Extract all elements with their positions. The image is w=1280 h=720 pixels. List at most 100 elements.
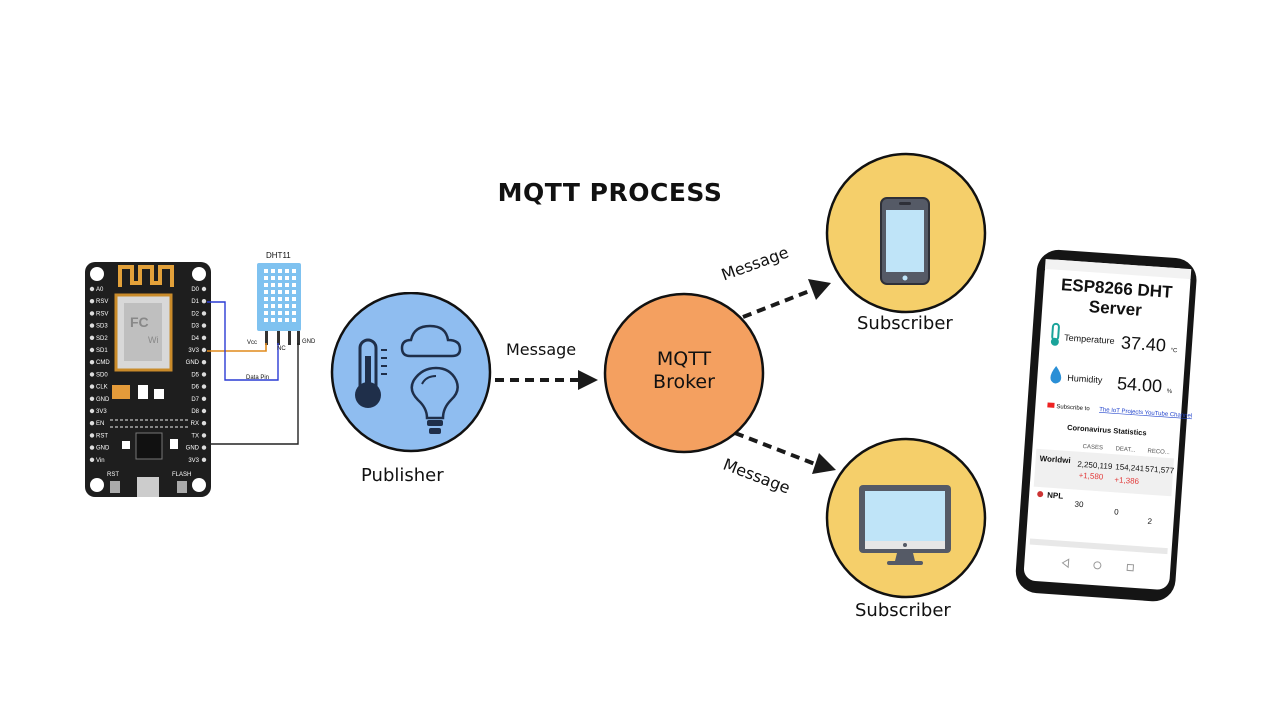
broker-label-line1: MQTT [656,348,712,370]
nav-back-icon [1061,558,1070,569]
left-pin-label: RST [96,433,108,439]
sensor-name: DHT11 [266,251,291,260]
left-pin-label: GND [96,397,110,403]
right-pin-hole [201,286,207,292]
right-pin-label: 3V3 [188,348,199,354]
row1-cases: 2,250,119 [1077,460,1113,471]
antenna-trace [118,265,174,287]
svg-text:Wi: Wi [148,335,159,345]
col-recovered: RECO... [1147,449,1170,457]
left-pin-label: CLK [96,385,108,391]
smartphone-icon [880,197,930,285]
sensor-vent [292,304,296,308]
wire-data [207,301,279,381]
sensor-vent [264,311,268,315]
left-pin-hole [89,396,95,401]
left-pin-hole [89,433,95,438]
sensor-vent [292,290,296,294]
left-pin-hole [89,360,95,365]
right-pin-hole [201,311,207,316]
row2-deaths: 0 [1114,507,1120,516]
smartphone-mockup: ESP8266 DHT Server Temperature 37.40 °C … [1015,249,1197,602]
phone-screen [1023,259,1191,590]
left-pin-label: SD3 [96,324,108,330]
right-pin-hole [201,433,207,438]
wire-vcc-label: Vcc [247,340,257,346]
left-pin-hole [89,421,95,426]
right-pin-hole [201,408,207,414]
right-pin-hole [201,445,207,450]
nepal-flag-icon [1037,491,1044,498]
right-pin-label: TX [191,433,199,439]
right-pin-hole [201,335,207,340]
sensor-vent [285,318,289,322]
wire-nc-label: NC [277,346,286,352]
left-pin-hole [89,335,95,340]
subscriber-top-label: Subscriber [857,313,953,334]
sensor-vent [285,276,289,280]
sensor-vent [264,297,268,301]
right-pin-label: D2 [191,311,199,317]
sensor-vent [292,318,296,322]
left-pin-label: EN [96,421,104,427]
sensor-vent [271,304,275,308]
phone-title-line2: Server [1088,297,1143,320]
sensor-vent [264,283,268,287]
subscriber-bottom-label: Subscriber [855,600,951,621]
sensor-vent [285,311,289,315]
left-pin-label: RSV [96,311,108,317]
sensor-vent [285,297,289,301]
humidity-unit: % [1166,389,1172,395]
right-pin-label: D5 [191,372,199,378]
sensor-vent [271,318,275,322]
sensor-vent [278,297,282,301]
left-pin-label: A0 [96,287,104,293]
row1-deaths-delta: +1,386 [1114,475,1140,486]
left-pin-hole [89,457,95,462]
broker-label-line2: Broker [653,371,715,393]
left-pin-hole [89,311,95,316]
wire-data-label: Data Pin [246,375,269,381]
subscribe-text: Subscribe to [1056,404,1090,412]
lightbulb-icon [410,366,459,434]
wire-vcc [207,343,267,352]
sensor-vent [292,276,296,280]
sensor-vent [292,283,296,287]
sensor-vent [264,290,268,294]
right-pin-label: D8 [191,409,199,415]
left-pin-hole [89,408,95,414]
sensor-vent [285,269,289,273]
row2-cases: 30 [1074,500,1084,510]
sensor-vent [285,283,289,287]
left-pin-label: CMD [96,360,110,366]
right-pin-hole [201,396,207,401]
row1-name: Worldwi [1039,454,1071,465]
water-drop-icon [1050,365,1062,384]
right-pin-hole [201,421,207,426]
publisher-circle [330,292,492,453]
left-pin-hole [89,323,95,328]
temperature-unit: °C [1170,348,1178,355]
row2-name: NPL [1047,491,1064,501]
sensor-vent [278,283,282,287]
left-pin-hole [89,372,95,377]
right-pin-label: D3 [191,324,199,330]
sensor-vent [271,290,275,294]
monitor-icon [859,485,951,565]
publisher-label: Publisher [361,465,444,486]
message-label-publisher: Message [506,340,577,359]
sensor-vent [264,276,268,280]
broker-node [603,292,765,454]
left-pin-label: Vin [96,458,105,464]
right-pin-hole [201,360,207,365]
subscriber-bottom-node [825,437,987,599]
row1-recovered: 571,577 [1145,464,1175,475]
sensor-vent [292,269,296,273]
arrow-broker-to-bottom-subscriber [734,431,836,474]
temperature-value: 37.40 [1120,332,1166,355]
left-pin-label: SD2 [96,336,108,342]
right-pin-label: D7 [191,397,199,403]
wire-gnd-label: GND [302,339,316,345]
arrow-broker-to-top-subscriber [742,279,831,319]
left-pin-hole [89,384,95,389]
